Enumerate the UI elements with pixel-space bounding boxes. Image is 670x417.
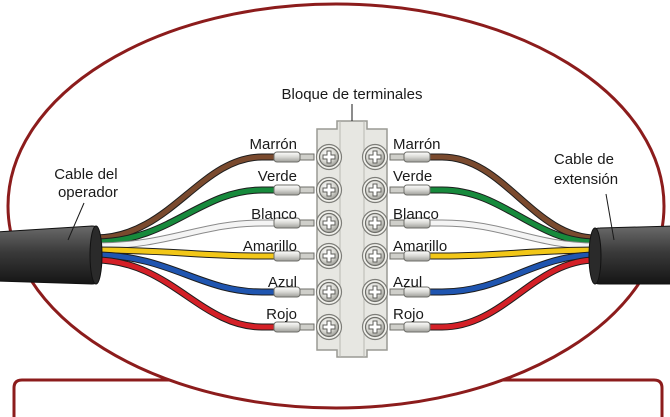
screw-icon-left-rojo [315, 313, 343, 341]
wire-labels-right: Marrón Verde Blanco Amarillo Azul Rojo [393, 136, 447, 323]
wire-left-rojo-core [92, 257, 279, 330]
wire-label-left-amarillo: Amarillo [243, 238, 297, 255]
wire-left-verde-core [92, 187, 279, 245]
operator-cable-leader [67, 202, 85, 241]
ring-terminal-left-rojo-tongue [299, 323, 315, 331]
wire-label-left-marron: Marrón [249, 136, 297, 153]
wire-label-right-verde: Verde [393, 168, 432, 185]
wire-label-left-rojo: Rojo [266, 306, 297, 323]
operator-cable-label: Cable del operador [54, 166, 122, 201]
operator-cable-label-line-2: operador [58, 184, 118, 201]
wire-label-right-amarillo: Amarillo [393, 238, 447, 255]
wires [91, 153, 600, 331]
wire-label-right-marron: Marrón [393, 136, 441, 153]
ring-terminal-right-rojo [403, 321, 431, 333]
operator-cable-label-line-1: Cable del [54, 166, 117, 183]
screw-icon-right-blanco [361, 209, 389, 237]
wire-right-rojo-core [425, 257, 599, 330]
ring-terminal-right-marron-tongue [389, 153, 405, 161]
extension-cable [588, 225, 670, 285]
screw-icon-left-verde [315, 176, 343, 204]
wire-label-right-blanco: Blanco [393, 206, 439, 223]
wire-label-left-azul: Azul [268, 274, 297, 291]
terminal-screws [315, 143, 389, 341]
ring-terminals [273, 151, 431, 333]
wire-left-azul-core [92, 252, 279, 295]
wire-right-marron-core [425, 154, 599, 241]
wire-labels-left: Marrón Verde Blanco Amarillo Azul Rojo [243, 136, 297, 323]
extension-cable-label-line-1: Cable de [554, 151, 614, 168]
wire-label-right-rojo: Rojo [393, 306, 424, 323]
wire-right-verde-core [425, 187, 599, 245]
extension-cable-leader [605, 193, 615, 241]
wire-right-blanco-core [425, 220, 599, 249]
screw-icon-left-blanco [315, 209, 343, 237]
screw-icon-left-amarillo [315, 242, 343, 270]
ring-terminal-left-marron-tongue [299, 153, 315, 161]
ring-terminal-right-azul-tongue [389, 288, 405, 296]
ring-terminal-left-azul-tongue [299, 288, 315, 296]
screw-icon-right-verde [361, 176, 389, 204]
ring-terminal-left-verde [273, 184, 301, 196]
wire-label-left-verde: Verde [258, 168, 297, 185]
screw-icon-right-rojo [361, 313, 389, 341]
extension-cable-label: Cable de extensión [554, 151, 618, 188]
ring-terminal-right-verde-tongue [389, 186, 405, 194]
ring-terminal-left-amarillo-tongue [299, 252, 315, 260]
ring-terminal-left-rojo [273, 321, 301, 333]
wire-right-amarillo-core [425, 247, 599, 259]
ring-terminal-right-marron [403, 151, 431, 163]
wire-label-right-azul: Azul [393, 274, 422, 291]
ring-terminal-right-verde [403, 184, 431, 196]
screw-icon-right-amarillo [361, 242, 389, 270]
terminal-block-title: Bloque de terminales [282, 86, 423, 103]
wire-label-left-blanco: Blanco [251, 206, 297, 223]
wire-left-marron-core [92, 154, 279, 241]
wire-right-azul-core [425, 252, 599, 295]
screw-icon-left-marron [315, 143, 343, 171]
screw-icon-right-marron [361, 143, 389, 171]
screw-icon-right-azul [361, 278, 389, 306]
wire-left-blanco-core [92, 220, 279, 249]
ring-terminal-left-marron [273, 151, 301, 163]
ring-terminal-right-rojo-tongue [389, 323, 405, 331]
ring-terminal-right-blanco-tongue [389, 219, 405, 227]
ring-terminal-right-amarillo-tongue [389, 252, 405, 260]
ring-terminal-left-blanco-tongue [299, 219, 315, 227]
operator-cable [0, 225, 103, 285]
extension-cable-label-line-2: extensión [554, 171, 618, 188]
screw-icon-left-azul [315, 278, 343, 306]
ring-terminal-left-verde-tongue [299, 186, 315, 194]
wire-left-amarillo-core [92, 247, 279, 259]
